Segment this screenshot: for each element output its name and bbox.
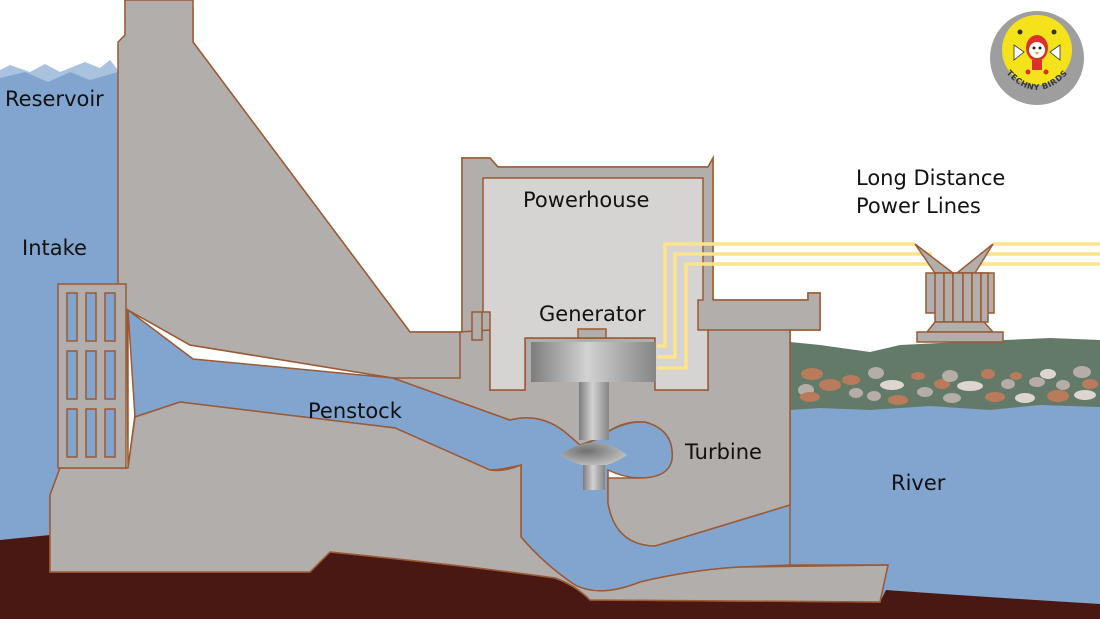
intake-label: Intake xyxy=(22,236,87,260)
powerhouse-window xyxy=(471,311,483,341)
ground-base xyxy=(0,535,1100,619)
powerhouse-label: Powerhouse xyxy=(523,188,649,212)
transformer xyxy=(914,243,1004,343)
reservoir-label: Reservoir xyxy=(5,87,104,111)
generator-label: Generator xyxy=(539,302,646,326)
power-lines xyxy=(657,242,1100,370)
techny-birds-logo: TECHNY BIRDS xyxy=(990,11,1084,105)
bank-rocks xyxy=(798,366,1098,405)
turbine-runner xyxy=(560,442,627,490)
river-label: River xyxy=(891,471,946,495)
intake-gate xyxy=(57,283,127,469)
dam-foundation xyxy=(49,401,889,603)
generator xyxy=(531,328,656,440)
power-lines-label-line1: Long Distance xyxy=(856,166,1005,190)
robot-bird-mascot-icon xyxy=(1013,29,1061,75)
power-lines-label-line2: Power Lines xyxy=(856,194,981,218)
turbine-label: Turbine xyxy=(684,440,762,464)
penstock-label: Penstock xyxy=(308,399,403,423)
river-water xyxy=(790,395,1100,619)
powerhouse-interior xyxy=(482,177,709,391)
river-bank xyxy=(790,338,1100,410)
